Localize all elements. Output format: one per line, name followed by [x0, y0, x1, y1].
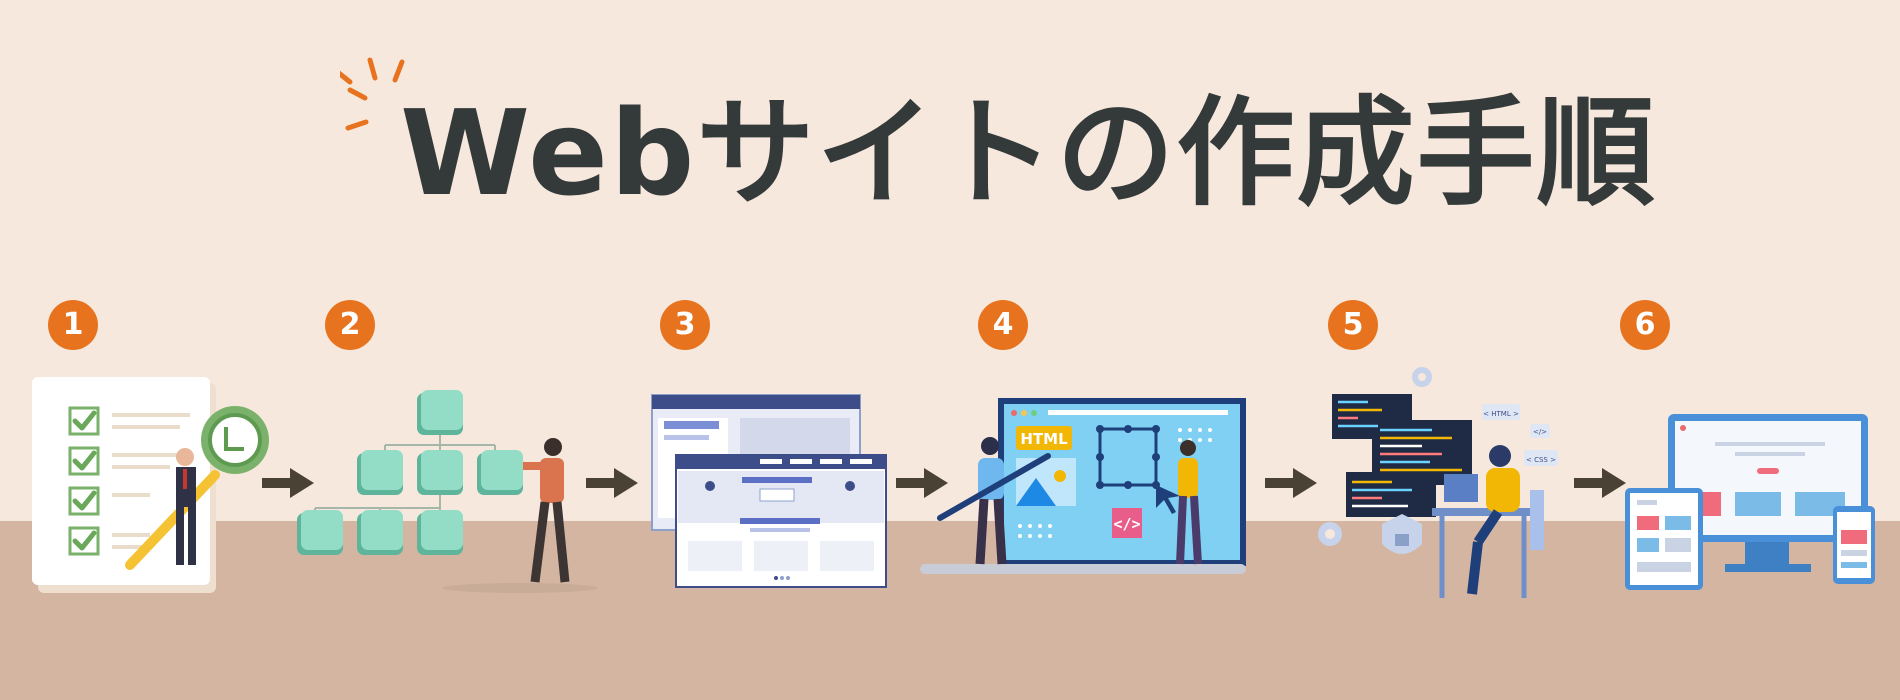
arrow-right-icon: [1265, 468, 1317, 498]
arrow-right-icon: [896, 468, 948, 498]
step-number-5: 5: [1328, 300, 1378, 350]
step-number-1: 1: [48, 300, 98, 350]
arrow-right-icon: [586, 468, 638, 498]
css-tag-label: < CSS >: [1526, 456, 1556, 464]
wireframe-windows-icon: [651, 394, 887, 588]
svg-text:</>: </>: [1113, 515, 1140, 533]
arrow-right-icon: [262, 468, 314, 498]
page-title: Webサイトの作成手順: [400, 84, 1657, 222]
responsive-devices-icon: [1625, 414, 1875, 590]
coding-developer-icon: < HTML > </> < CSS >: [1318, 367, 1558, 598]
step-number-4: 4: [978, 300, 1028, 350]
step-number-3: 3: [660, 300, 710, 350]
sparkle-icon: [340, 57, 405, 131]
arrow-right-icon: [1574, 468, 1626, 498]
html-badge: HTML: [1020, 430, 1068, 448]
design-monitor-icon: HTML </>: [920, 398, 1246, 574]
step-number-6: 6: [1620, 300, 1670, 350]
step-number-2: 2: [325, 300, 375, 350]
code-tag-label: </>: [1533, 428, 1547, 436]
checklist-magnifier-icon: [32, 377, 269, 593]
sitemap-tree-icon: [297, 390, 598, 593]
html-tag-label: < HTML >: [1483, 410, 1519, 418]
